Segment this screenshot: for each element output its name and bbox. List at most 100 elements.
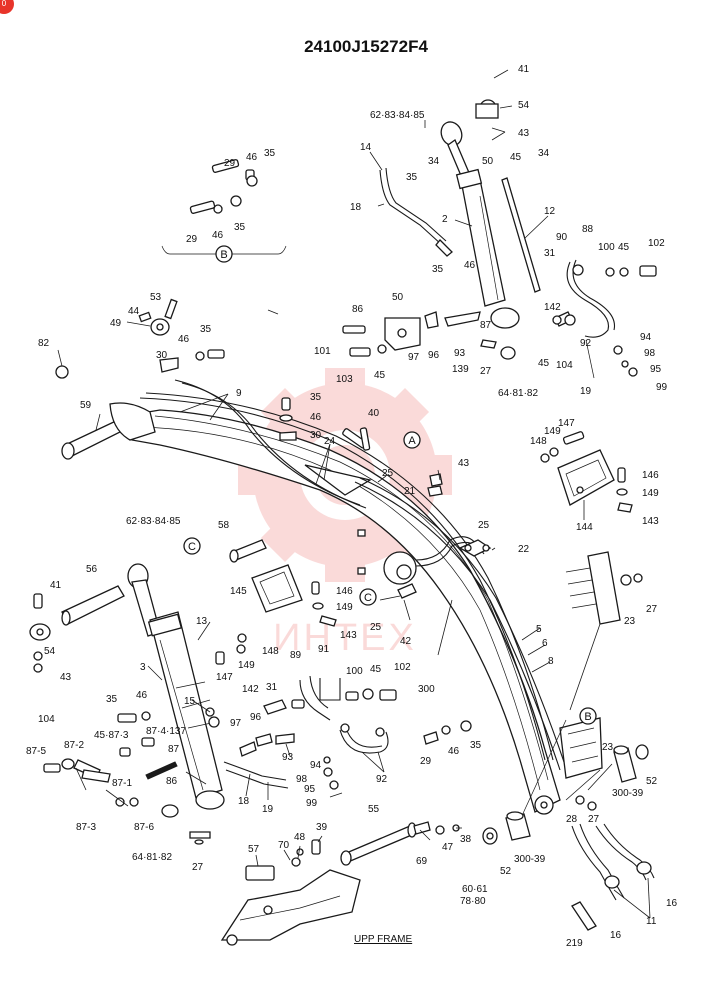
callout-label: 53	[150, 292, 162, 303]
svg-text:C: C	[188, 541, 196, 553]
callout-label: 45·87·3	[94, 730, 129, 741]
callout-label: 35	[310, 392, 322, 403]
callout-label: 147	[216, 672, 233, 683]
upper-frame	[220, 869, 361, 946]
callout-label: 50	[482, 156, 494, 167]
callout-label: 35	[470, 740, 482, 751]
callout-label: 104	[556, 360, 573, 371]
callout-label: 149	[336, 602, 353, 613]
callout-label: 147	[558, 418, 575, 429]
callout-label: 64·81·82	[132, 852, 172, 863]
callout-label: 23	[602, 742, 614, 753]
callout-label: 46	[212, 230, 224, 241]
callout-label: 35	[234, 222, 246, 233]
callout-label: 96	[428, 350, 440, 361]
callout-label: 29	[420, 756, 432, 767]
callout-label: 5	[536, 624, 542, 635]
detail-marker-b-lower: B	[579, 707, 597, 725]
callout-label: 23	[624, 616, 636, 627]
callout-label: 38	[460, 834, 472, 845]
callout-label: 102	[648, 238, 665, 249]
callout-label: 149	[238, 660, 255, 671]
callout-label: 99	[306, 798, 318, 809]
callout-label: 9	[236, 388, 242, 399]
callout-label: 30	[156, 350, 168, 361]
callout-label: 69	[416, 856, 428, 867]
callout-label: 40	[368, 408, 380, 419]
callout-label: 88	[582, 224, 594, 235]
bracket-86-upper	[342, 317, 421, 357]
clamp-assembly-87	[43, 758, 178, 807]
pins-58-40	[229, 427, 443, 563]
callout-label: 104	[38, 714, 55, 725]
callout-label: 91	[318, 644, 330, 655]
callout-label: 6	[542, 638, 548, 649]
callout-label: 93	[454, 348, 466, 359]
detail-marker-b-inset: B	[215, 245, 233, 263]
leader-lines	[57, 69, 651, 919]
boom-hoses	[139, 379, 567, 771]
callout-label: 60·61	[462, 884, 488, 895]
callout-label: 12	[544, 206, 556, 217]
callout-label: 56	[86, 564, 98, 575]
callout-label: 87·4·137	[146, 726, 186, 737]
lower-hoses-16	[571, 823, 655, 931]
callout-label: 99	[656, 382, 668, 393]
callout-label: 148	[530, 436, 547, 447]
callout-label: 142	[544, 302, 561, 313]
callout-label: 3	[140, 662, 146, 673]
callout-label: 11	[646, 916, 657, 927]
callout-label: 35	[432, 264, 444, 275]
detail-b-inset	[161, 159, 287, 255]
callout-label: 300-39	[514, 854, 546, 865]
callout-label: 87	[480, 320, 492, 331]
callout-label: 52	[646, 776, 658, 787]
callout-label: 142	[242, 684, 259, 695]
left-pins-washers	[55, 298, 225, 460]
callout-label: 45	[538, 358, 550, 369]
callout-label: 25	[370, 622, 382, 633]
callout-label: 27	[192, 862, 204, 873]
swivel-joint-c	[383, 536, 492, 599]
callout-label: 43	[518, 128, 530, 139]
callout-label: 29	[186, 234, 198, 245]
callout-label: 46	[178, 334, 190, 345]
callout-label: 35	[406, 172, 418, 183]
callout-label: 19	[580, 386, 592, 397]
callout-label: 27	[646, 604, 658, 615]
callout-label: 45	[618, 242, 630, 253]
callout-labels: 41 54 43 62·83·84·85 14 34 50 45 34 35 4…	[26, 64, 678, 949]
callout-label: 46	[464, 260, 476, 271]
callout-label: 87-2	[64, 740, 84, 751]
corner-badge: 0	[0, 0, 14, 14]
svg-text:B: B	[584, 711, 591, 723]
callout-label: 34	[428, 156, 440, 167]
callout-label: 87-5	[26, 746, 46, 757]
callout-label: 100	[598, 242, 615, 253]
callout-label: 139	[452, 364, 469, 375]
callout-label: 43	[458, 458, 470, 469]
callout-label: 35	[264, 148, 276, 159]
right-fittings-mid	[423, 717, 649, 821]
callout-label: 55	[368, 804, 380, 815]
swivel-fittings-upper-right	[480, 259, 657, 379]
svg-text:B: B	[220, 249, 227, 261]
callout-label: 54	[518, 100, 530, 111]
callout-label: 49	[110, 318, 122, 329]
callout-label: 27	[480, 366, 492, 377]
callout-label: 59	[80, 400, 92, 411]
callout-label: 87	[168, 744, 180, 755]
callout-label: 95	[650, 364, 662, 375]
callout-label: 144	[576, 522, 593, 533]
callout-label: 300-39	[612, 788, 644, 799]
callout-label: 14	[360, 142, 372, 153]
valve-block-23	[565, 551, 643, 625]
callout-label: 92	[580, 338, 592, 349]
svg-text:C: C	[364, 592, 372, 604]
callout-label: 45	[370, 664, 382, 675]
callout-label: 100	[346, 666, 363, 677]
callout-label: 86	[352, 304, 364, 315]
callout-label: 145	[230, 586, 247, 597]
callout-label: 18	[238, 796, 250, 807]
callout-label: 44	[128, 306, 140, 317]
